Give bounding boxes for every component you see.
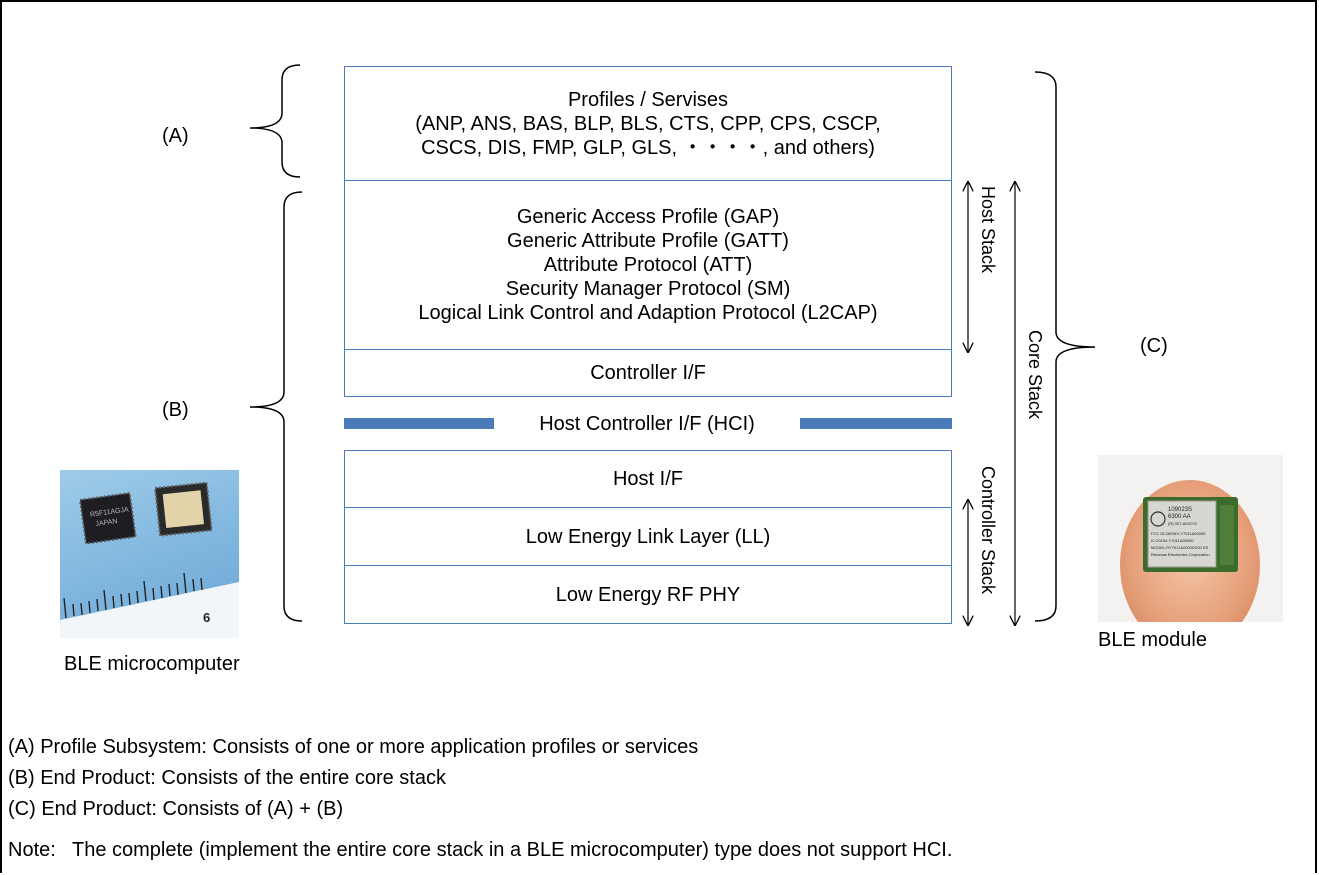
profiles-list-line-2: CSCS, DIS, FMP, GLP, GLS, ・・・・, and othe… [421,136,875,159]
module-text-4: FCC ID:2AEMX-Y7011A00000 [1151,531,1206,536]
label-a: (A) [162,125,189,147]
att-label: Attribute Protocol (ATT) [543,254,753,276]
sm-label: Security Manager Protocol (SM) [505,278,791,300]
module-illustration: 109023S 6300 AA (R) 007-AE0070 FCC ID:2A… [1120,480,1260,622]
controller-stack-label: Controller Stack [978,466,998,595]
module-text-2: 6300 AA [1168,514,1191,520]
profiles-list-line-1: (ANP, ANS, BAS, BLP, BLS, CTS, CPP, CPS,… [415,112,881,135]
host-if-block: Host I/F [344,450,952,508]
note-c: (C) End Product: Consists of (A) + (B) [8,798,344,820]
brace-c [1034,71,1096,622]
profiles-title: Profiles / Servises [567,88,729,111]
note-a: (A) Profile Subsystem: Consists of one o… [8,736,699,758]
ble-microcomputer-caption: BLE microcomputer [64,653,240,675]
ruler-number: 6 [203,610,210,625]
gatt-label: Generic Attribute Profile (GATT) [507,230,789,252]
chip-illustration: R5F11AGJA JAPAN 6 [60,481,239,638]
module-text-1: 109023S [1168,507,1192,513]
ruler: 6 [60,572,239,638]
note-label: Note: [8,839,56,861]
module-text-5: IC:20154-Y7011A00000 [1151,538,1194,543]
hci-bar-right [800,418,952,429]
rf-phy-label: Low Energy RF PHY [555,583,741,606]
link-layer-label: Low Energy Link Layer (LL) [525,525,771,548]
brace-a [249,64,301,178]
hci-label: Host Controller I/F (HCI) [539,413,755,435]
host-if-label: Host I/F [612,468,683,490]
controller-if-label: Controller I/F [590,362,706,384]
module-text-6: MODEL:RY7011A0000DZ00 ES [1151,545,1209,550]
chip-text-2: JAPAN [95,518,118,528]
profiles-services-block: Profiles / Servises (ANP, ANS, BAS, BLP,… [344,66,952,181]
l2cap-label: Logical Link Control and Adaption Protoc… [418,302,878,324]
gap-label: Generic Access Profile (GAP) [516,206,780,228]
link-layer-block: Low Energy Link Layer (LL) [344,507,952,566]
core-stack-label: Core Stack [1025,330,1045,420]
host-protocols-block: Generic Access Profile (GAP) Generic Att… [344,180,952,350]
module-text-7: Renesas Electronics Corporation [1151,552,1209,557]
ble-microcomputer-photo: R5F11AGJA JAPAN 6 [60,470,239,638]
controller-if-block: Controller I/F [344,349,952,397]
label-c: (C) [1140,335,1168,357]
brace-b [249,191,303,622]
note-b: (B) End Product: Consists of the entire … [8,767,446,789]
ble-module-photo: 109023S 6300 AA (R) 007-AE0070 FCC ID:2A… [1098,455,1283,622]
host-stack-label: Host Stack [978,186,998,274]
label-b: (B) [162,399,189,421]
module-text-3: (R) 007-AE0070 [1168,521,1198,526]
rf-phy-block: Low Energy RF PHY [344,565,952,624]
ble-module-caption: BLE module [1098,629,1207,651]
note-text: The complete (implement the entire core … [72,839,953,861]
hci-bar-left [344,418,494,429]
module-antenna [1220,505,1234,565]
